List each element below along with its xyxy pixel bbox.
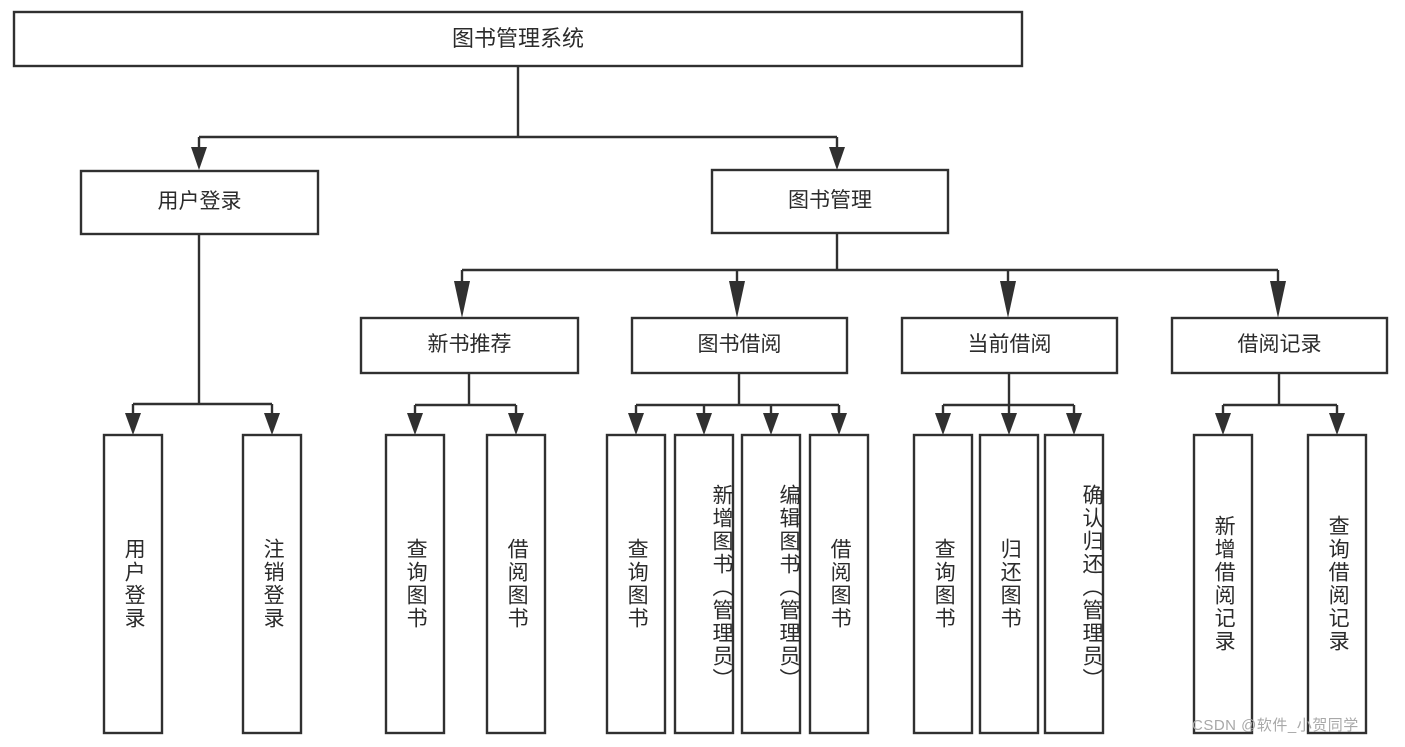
node-leaf-add-record[interactable] — [1194, 435, 1252, 733]
arrowhead-leaf-user-logout — [264, 413, 280, 435]
node-box-leaf-query-book-3[interactable] — [912, 433, 974, 735]
node-leaf-borrow-book-2[interactable] — [810, 435, 868, 733]
connector-group-book-manage — [454, 233, 1286, 318]
node-box-borrow-record[interactable] — [1170, 316, 1389, 375]
connector-group-root — [191, 66, 845, 170]
node-box-leaf-borrow-book-1[interactable] — [485, 433, 547, 735]
arrowhead-leaf-add-record — [1215, 413, 1231, 435]
arrowhead-user-login — [191, 147, 207, 170]
node-box-leaf-query-book-1[interactable] — [384, 433, 446, 735]
node-box-leaf-add-record[interactable] — [1192, 433, 1254, 735]
node-box-leaf-query-book-2[interactable] — [605, 433, 667, 735]
node-box-leaf-add-book[interactable] — [673, 433, 735, 735]
watermark-text: CSDN @软件_小贺同学 — [1192, 717, 1359, 734]
arrowhead-leaf-confirm-return — [1066, 413, 1082, 435]
arrowhead-leaf-borrow-book-1 — [508, 413, 524, 435]
connector-group-user-login — [125, 234, 280, 435]
node-leaf-add-book[interactable] — [675, 435, 733, 733]
node-book-manage[interactable] — [712, 170, 948, 233]
node-box-leaf-user-login[interactable] — [102, 433, 164, 735]
node-leaf-user-login[interactable] — [104, 435, 162, 733]
arrowhead-borrow-record — [1270, 281, 1286, 318]
arrowhead-leaf-edit-book — [763, 413, 779, 435]
arrowhead-book-manage — [829, 147, 845, 170]
node-leaf-query-book-1[interactable] — [386, 435, 444, 733]
arrowhead-leaf-query-book-1 — [407, 413, 423, 435]
node-box-leaf-confirm-return[interactable] — [1043, 433, 1105, 735]
arrowhead-leaf-return-book — [1001, 413, 1017, 435]
node-borrow-record[interactable] — [1172, 318, 1387, 373]
connector-group-book-borrow — [628, 373, 847, 435]
arrowhead-leaf-borrow-book-2 — [831, 413, 847, 435]
node-root[interactable] — [14, 12, 1022, 66]
arrowhead-current-borrow — [1000, 281, 1016, 318]
node-box-leaf-query-record[interactable] — [1306, 433, 1368, 735]
node-leaf-borrow-book-1[interactable] — [487, 435, 545, 733]
node-box-leaf-borrow-book-2[interactable] — [808, 433, 870, 735]
node-user-login[interactable] — [81, 171, 318, 234]
node-leaf-query-book-2[interactable] — [607, 435, 665, 733]
node-box-leaf-return-book[interactable] — [978, 433, 1040, 735]
connector-group-borrow-record — [1215, 373, 1345, 435]
arrowhead-book-borrow — [729, 281, 745, 318]
node-box-leaf-user-logout[interactable] — [241, 433, 303, 735]
node-leaf-confirm-return[interactable] — [1045, 435, 1103, 733]
node-box-root[interactable] — [12, 10, 1024, 68]
node-box-new-book-recommend[interactable] — [359, 316, 580, 375]
node-leaf-query-record[interactable] — [1308, 435, 1366, 733]
node-box-user-login[interactable] — [79, 169, 320, 236]
arrowhead-leaf-query-record — [1329, 413, 1345, 435]
node-box-book-manage[interactable] — [710, 168, 950, 235]
arrowhead-leaf-add-book — [696, 413, 712, 435]
node-leaf-user-logout[interactable] — [243, 435, 301, 733]
node-book-borrow[interactable] — [632, 318, 847, 373]
arrowhead-leaf-user-login — [125, 413, 141, 435]
arrowhead-leaf-query-book-2 — [628, 413, 644, 435]
node-new-book-recommend[interactable] — [361, 318, 578, 373]
node-box-leaf-edit-book[interactable] — [740, 433, 802, 735]
node-leaf-query-book-3[interactable] — [914, 435, 972, 733]
node-box-book-borrow[interactable] — [630, 316, 849, 375]
node-leaf-return-book[interactable] — [980, 435, 1038, 733]
node-leaf-edit-book[interactable] — [742, 435, 800, 733]
arrowhead-leaf-query-book-3 — [935, 413, 951, 435]
connector-group-new-book-recommend — [407, 373, 524, 435]
node-current-borrow[interactable] — [902, 318, 1117, 373]
arrowhead-new-book-recommend — [454, 281, 470, 318]
node-box-current-borrow[interactable] — [900, 316, 1119, 375]
connector-group-current-borrow — [935, 373, 1082, 435]
